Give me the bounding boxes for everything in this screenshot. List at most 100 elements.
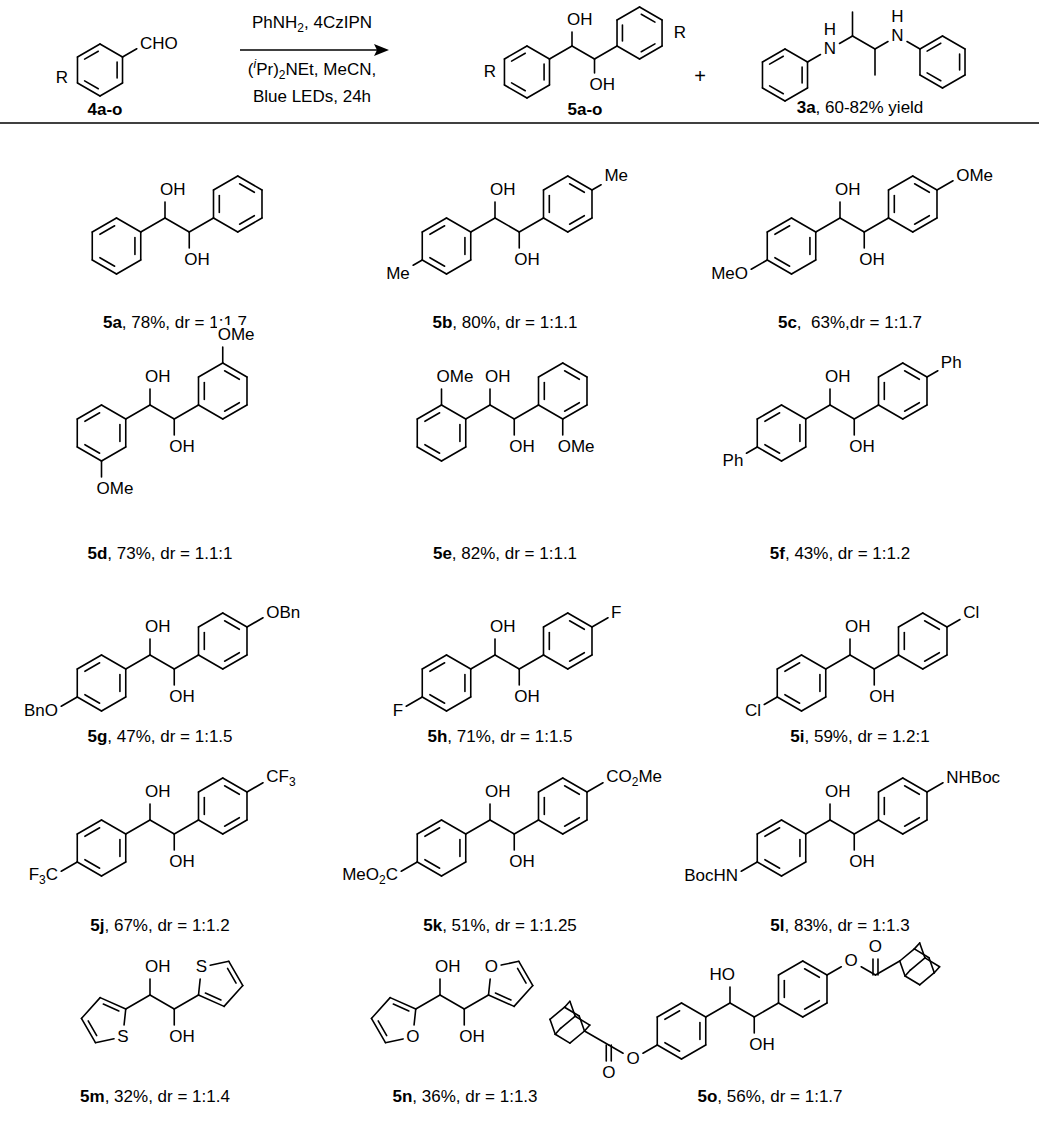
- bond-line: [543, 627, 545, 655]
- bond-line: [903, 363, 927, 377]
- heteroatom-label: O: [406, 1027, 419, 1046]
- bond-line: [617, 7, 640, 20]
- compound-label: , 80%, dr = 1:1.1: [452, 313, 577, 332]
- bond-line: [777, 655, 801, 669]
- bond-line: [442, 820, 466, 834]
- bond-line: [765, 413, 780, 422]
- compound-label: 5f: [770, 544, 785, 563]
- bond-line: [905, 786, 920, 795]
- bond-line: [464, 237, 466, 254]
- compound-label: , 83%, dr = 1:1.3: [784, 916, 909, 935]
- bond-line: [605, 1045, 607, 1061]
- bond-line: [198, 377, 200, 405]
- bond-line: [792, 260, 816, 274]
- reagent-text: 2: [279, 68, 286, 82]
- hydroxyl-label: OH: [459, 1027, 485, 1046]
- bond-line: [555, 1028, 560, 1034]
- bond-line: [204, 797, 206, 814]
- compound-label: 3a: [797, 98, 816, 117]
- bond-line: [936, 190, 938, 218]
- bond-line: [92, 218, 116, 232]
- bond-line: [122, 57, 124, 83]
- bond-line: [782, 862, 806, 876]
- bond-line: [641, 14, 655, 22]
- bond-line: [173, 669, 175, 685]
- substituent-label: C: [46, 865, 58, 884]
- bond-line: [923, 613, 947, 627]
- bond-line: [806, 405, 830, 419]
- bond-line: [586, 792, 588, 820]
- bond-line: [173, 1009, 175, 1025]
- bond-line: [568, 655, 592, 669]
- bond-line: [815, 232, 817, 260]
- bond-line: [414, 1009, 416, 1025]
- substituent-label: Me: [386, 264, 410, 283]
- bond-line: [501, 961, 519, 965]
- compound-label: 4a-o: [88, 100, 123, 119]
- bond-line: [199, 405, 223, 419]
- substituent-label: C: [386, 865, 398, 884]
- bond-line: [494, 639, 496, 655]
- bond-line: [853, 419, 855, 435]
- substituent-label-group: NHBoc: [945, 768, 1001, 788]
- bond-line: [61, 862, 77, 871]
- bond-line: [853, 834, 855, 850]
- compound-label: , 32%, dr = 1:1.4: [105, 1087, 230, 1106]
- hydroxyl-label-group: OH: [589, 75, 617, 95]
- bond-line: [884, 382, 886, 399]
- bond-line: [527, 85, 550, 98]
- bond-line: [757, 820, 781, 834]
- hydroxyl-label: HO: [710, 965, 736, 984]
- compound-label: , 51%, dr = 1:1.25: [442, 916, 577, 935]
- bond-line: [550, 1019, 555, 1034]
- bond-line: [640, 7, 663, 20]
- bond-line: [164, 202, 166, 218]
- bond-line: [757, 862, 781, 876]
- bond-line: [150, 405, 174, 419]
- bond-line: [223, 405, 247, 419]
- bond-line: [840, 36, 853, 44]
- bond-line: [126, 995, 150, 1009]
- bond-line: [470, 232, 472, 260]
- bond-line: [88, 1021, 97, 1036]
- compound-label-group: 5n, 36%, dr = 1:1.3: [391, 1087, 538, 1107]
- bond-line: [442, 447, 466, 461]
- bond-line: [76, 419, 78, 447]
- bond-line: [889, 218, 913, 232]
- bond-line: [81, 998, 100, 1019]
- bond-line: [228, 968, 237, 983]
- compound-label: , 63%,dr = 1:1.7: [797, 313, 922, 332]
- reagent-text: Pr): [256, 60, 279, 79]
- bond-line: [116, 62, 118, 78]
- compound-label: 5h: [427, 727, 447, 746]
- hydroxyl-label: OH: [145, 367, 171, 386]
- bond-line: [571, 32, 573, 46]
- bond-line: [550, 1007, 565, 1019]
- bond-line: [77, 697, 101, 711]
- compound-label-group: 5g, 47%, dr = 1:1.5: [86, 727, 233, 747]
- atom-label: N: [891, 26, 903, 45]
- reagent-text: (: [248, 60, 254, 79]
- bond-line: [592, 185, 601, 190]
- bond-line: [904, 632, 906, 649]
- bond-line: [494, 202, 496, 218]
- bond-line: [900, 949, 915, 961]
- compound-label-group: 5e, 82%, dr = 1:1.1: [432, 544, 578, 564]
- substituent-label-group: O: [625, 1049, 640, 1069]
- bond-line: [864, 218, 888, 232]
- hydroxyl-label: OH: [169, 437, 195, 456]
- bond-line: [464, 995, 488, 1009]
- bond-line: [544, 797, 546, 814]
- bond-line: [591, 627, 593, 655]
- bond-line: [150, 820, 174, 834]
- substituent-label-group: Cl: [744, 701, 762, 721]
- reagent-text-group: Blue LEDs, 24h: [252, 87, 372, 107]
- bond-line: [665, 1043, 680, 1052]
- bond-line: [751, 260, 767, 269]
- bond-line: [459, 424, 461, 441]
- compound-label-group: 5l, 83%, dr = 1:1.3: [769, 916, 910, 936]
- r-group-label-group: R: [55, 68, 69, 88]
- compound-label: 5g: [87, 727, 107, 746]
- bond-line: [826, 655, 850, 669]
